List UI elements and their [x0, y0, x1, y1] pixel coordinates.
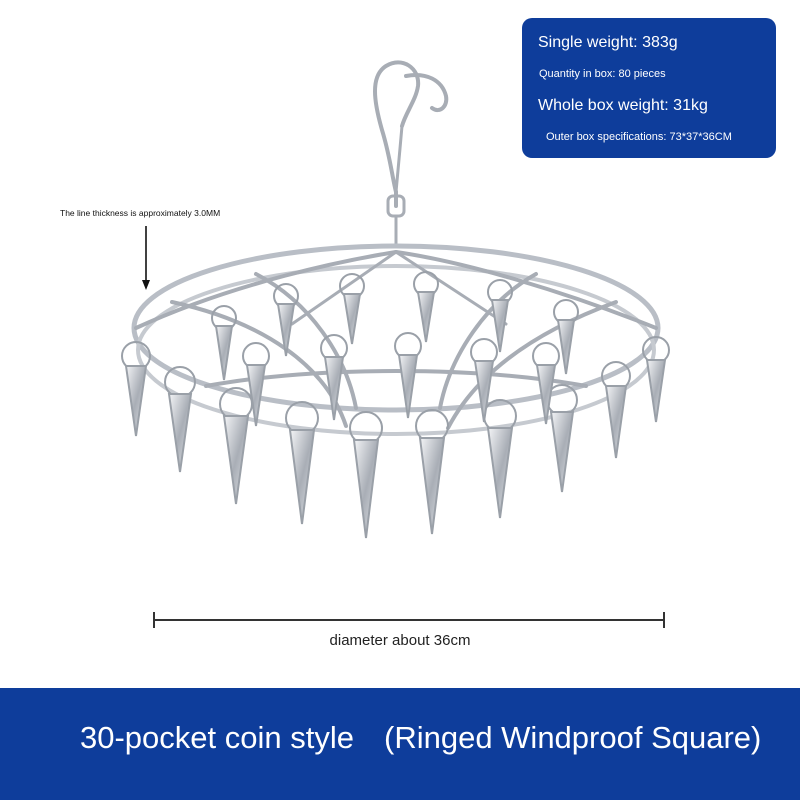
box-weight-text: Whole box weight: 31kg: [538, 97, 708, 114]
clothes-hanger-icon: [121, 60, 670, 539]
spec-card: Single weight: 383g Quantity in box: 80 …: [522, 18, 776, 158]
variant-text: (Ringed Windproof Square): [384, 720, 762, 755]
diameter-label: diameter about 36cm: [329, 632, 471, 649]
footer-banner: 30-pocket coin style (Ringed Windproof S…: [0, 688, 800, 800]
quantity-text: Quantity in box: 80 pieces: [539, 68, 666, 80]
diameter-dimension-line: [153, 612, 665, 628]
down-arrow-icon: [142, 226, 150, 290]
thickness-note: The line thickness is approximately 3.0M…: [60, 208, 221, 218]
single-weight-text: Single weight: 383g: [538, 34, 678, 51]
style-name-text: 30-pocket coin style: [80, 720, 354, 755]
box-specs-text: Outer box specifications: 73*37*36CM: [546, 131, 732, 143]
